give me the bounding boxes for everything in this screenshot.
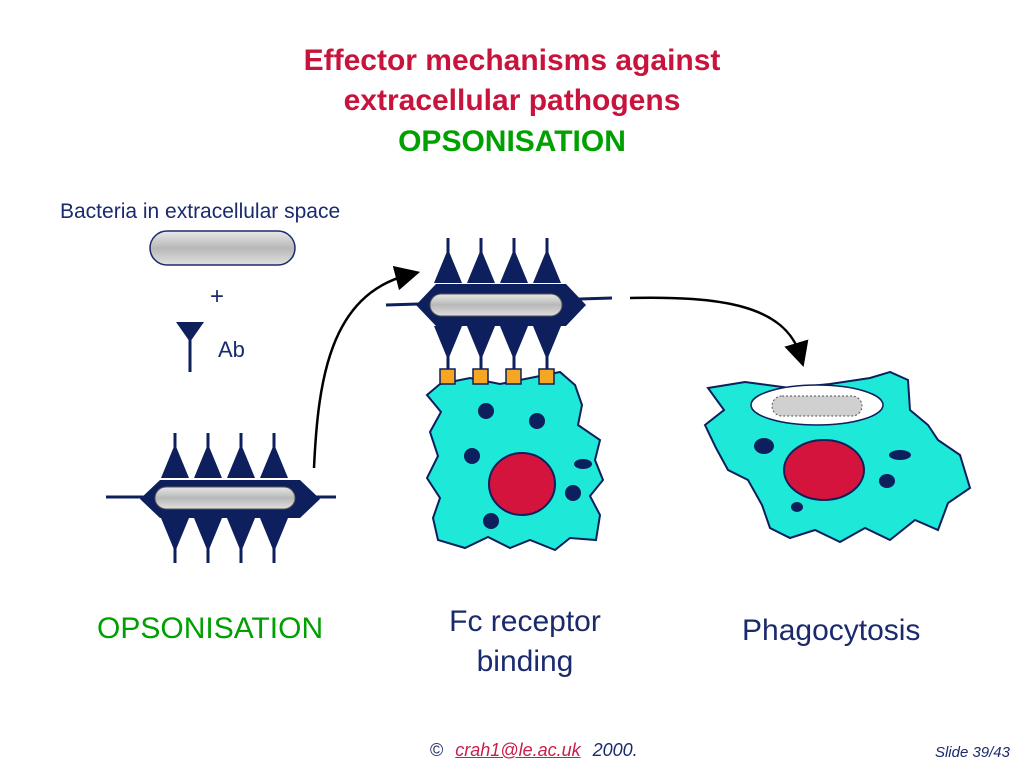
footer-copyright: © crah1@le.ac.uk 2000. bbox=[430, 740, 638, 761]
antibody-label: Ab bbox=[218, 337, 245, 362]
copyright-year: 2000. bbox=[592, 740, 638, 760]
bound-bacterium bbox=[385, 238, 613, 372]
slide-number: Slide 39/43 bbox=[934, 744, 1010, 761]
opsonisation-caption: OPSONISATION bbox=[97, 612, 324, 645]
free-bacterium bbox=[149, 230, 296, 266]
macrophage-fc-binding bbox=[425, 370, 605, 552]
slide-title-line-2: extracellular pathogens bbox=[343, 84, 681, 117]
copyright-symbol: © bbox=[430, 740, 444, 760]
bacteria-label: Bacteria in extracellular space bbox=[60, 200, 341, 223]
free-antibody-icon bbox=[176, 322, 204, 372]
fc-receptors bbox=[439, 368, 555, 385]
slide-title-line-1: Effector mechanisms against bbox=[303, 44, 721, 77]
plus-sign: + bbox=[210, 283, 225, 310]
curved-arrow-2 bbox=[629, 296, 809, 367]
author-email-link[interactable]: crah1@le.ac.uk bbox=[455, 740, 581, 760]
phagocytosis-caption: Phagocytosis bbox=[742, 614, 921, 647]
macrophage-phagocytosis bbox=[703, 370, 972, 544]
curved-arrow-1 bbox=[312, 266, 421, 469]
opsonised-bacterium bbox=[106, 433, 336, 563]
fc-receptor-caption: Fc receptor binding bbox=[449, 605, 601, 678]
slide-subtitle: OPSONISATION bbox=[398, 125, 626, 158]
